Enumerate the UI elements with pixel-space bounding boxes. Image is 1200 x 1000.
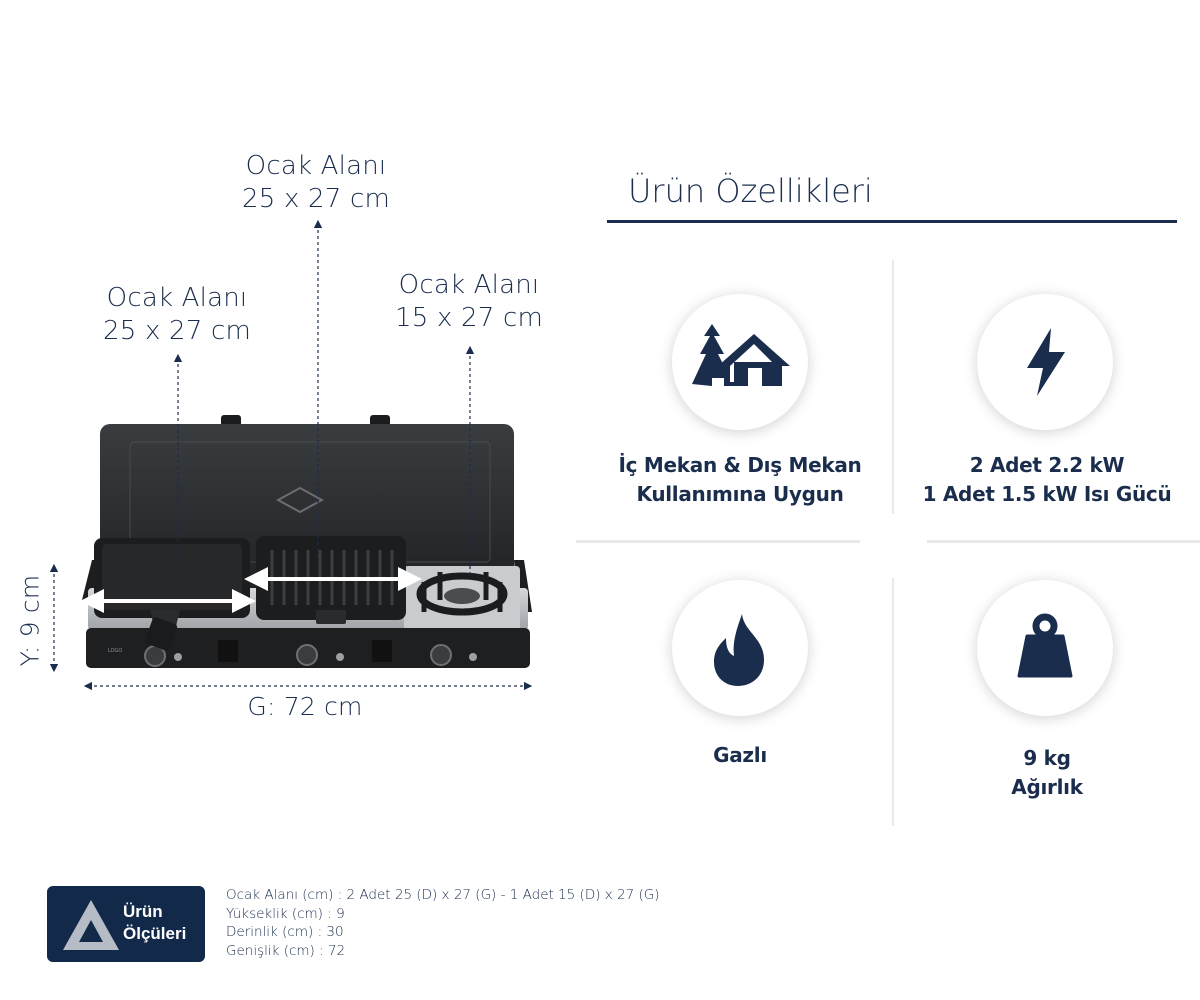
indoor-outdoor-feature-circle xyxy=(672,294,808,430)
features-title-rule xyxy=(607,220,1177,223)
badge-line2: Ölçüleri xyxy=(123,924,187,943)
indoor-outdoor-text: İç Mekan & Dış Mekan Kullanımına Uygun xyxy=(590,451,890,509)
height-dimension-label: Y: 9 cm xyxy=(15,574,45,667)
power-feature-circle xyxy=(977,294,1113,430)
divider-vertical-bottom xyxy=(892,578,894,826)
indoor-outdoor-line2: Kullanımına Uygun xyxy=(636,482,844,506)
divider-vertical-top xyxy=(892,260,894,514)
left-burner-label: Ocak Alanı xyxy=(106,283,248,313)
left-burner-dimension: Ocak Alanı 25 x 27 cm xyxy=(77,282,277,348)
width-dimension-label: G: 72 cm xyxy=(247,692,363,721)
power-line1: 2 Adet 2.2 kW xyxy=(969,453,1125,477)
gas-feature-circle xyxy=(672,580,808,716)
indoor-outdoor-line1: İç Mekan & Dış Mekan xyxy=(618,453,862,477)
center-burner-dimension: Ocak Alanı 25 x 27 cm xyxy=(216,150,416,216)
left-burner-size: 25 x 27 cm xyxy=(103,316,251,346)
cabin-trees-icon xyxy=(692,324,790,386)
stove-illustration: LOGO xyxy=(49,219,533,691)
logo-triangle-icon xyxy=(63,900,119,950)
gas-line1: Gazlı xyxy=(713,743,767,767)
product-dimensions-badge: Ürün Ölçüleri xyxy=(47,886,205,962)
spec-depth: Derinlik (cm) : 30 xyxy=(226,924,344,940)
power-text: 2 Adet 2.2 kW 1 Adet 1.5 kW Isı Gücü xyxy=(897,451,1197,509)
svg-text:LOGO: LOGO xyxy=(108,648,122,654)
divider-horizontal-left xyxy=(576,540,860,543)
weight-icon xyxy=(1017,613,1073,678)
badge-line1: Ürün xyxy=(123,902,163,921)
lightning-bolt-icon xyxy=(1027,328,1065,396)
weight-text: 9 kg Ağırlık xyxy=(897,744,1197,802)
right-burner-dimension: Ocak Alanı 15 x 27 cm xyxy=(369,269,569,335)
right-burner-size: 15 x 27 cm xyxy=(395,303,543,333)
spec-cooking-area: Ocak Alanı (cm) : 2 Adet 25 (D) x 27 (G)… xyxy=(226,887,660,903)
weight-feature-circle xyxy=(977,580,1113,716)
specs-list: Ocak Alanı (cm) : 2 Adet 25 (D) x 27 (G)… xyxy=(226,886,660,960)
features-title: Ürün Özellikleri xyxy=(628,172,873,210)
divider-horizontal-right xyxy=(927,540,1200,543)
gas-text: Gazlı xyxy=(590,741,890,770)
right-burner-label: Ocak Alanı xyxy=(398,270,540,300)
weight-line2: Ağırlık xyxy=(1011,775,1083,799)
weight-line1: 9 kg xyxy=(1023,746,1071,770)
center-burner-label: Ocak Alanı xyxy=(245,151,387,181)
center-burner-size: 25 x 27 cm xyxy=(242,184,390,214)
power-line2: 1 Adet 1.5 kW Isı Gücü xyxy=(922,482,1172,506)
flame-icon xyxy=(714,614,764,686)
spec-width: Genişlik (cm) : 72 xyxy=(226,942,346,959)
spec-height: Yükseklik (cm) : 9 xyxy=(226,905,345,922)
